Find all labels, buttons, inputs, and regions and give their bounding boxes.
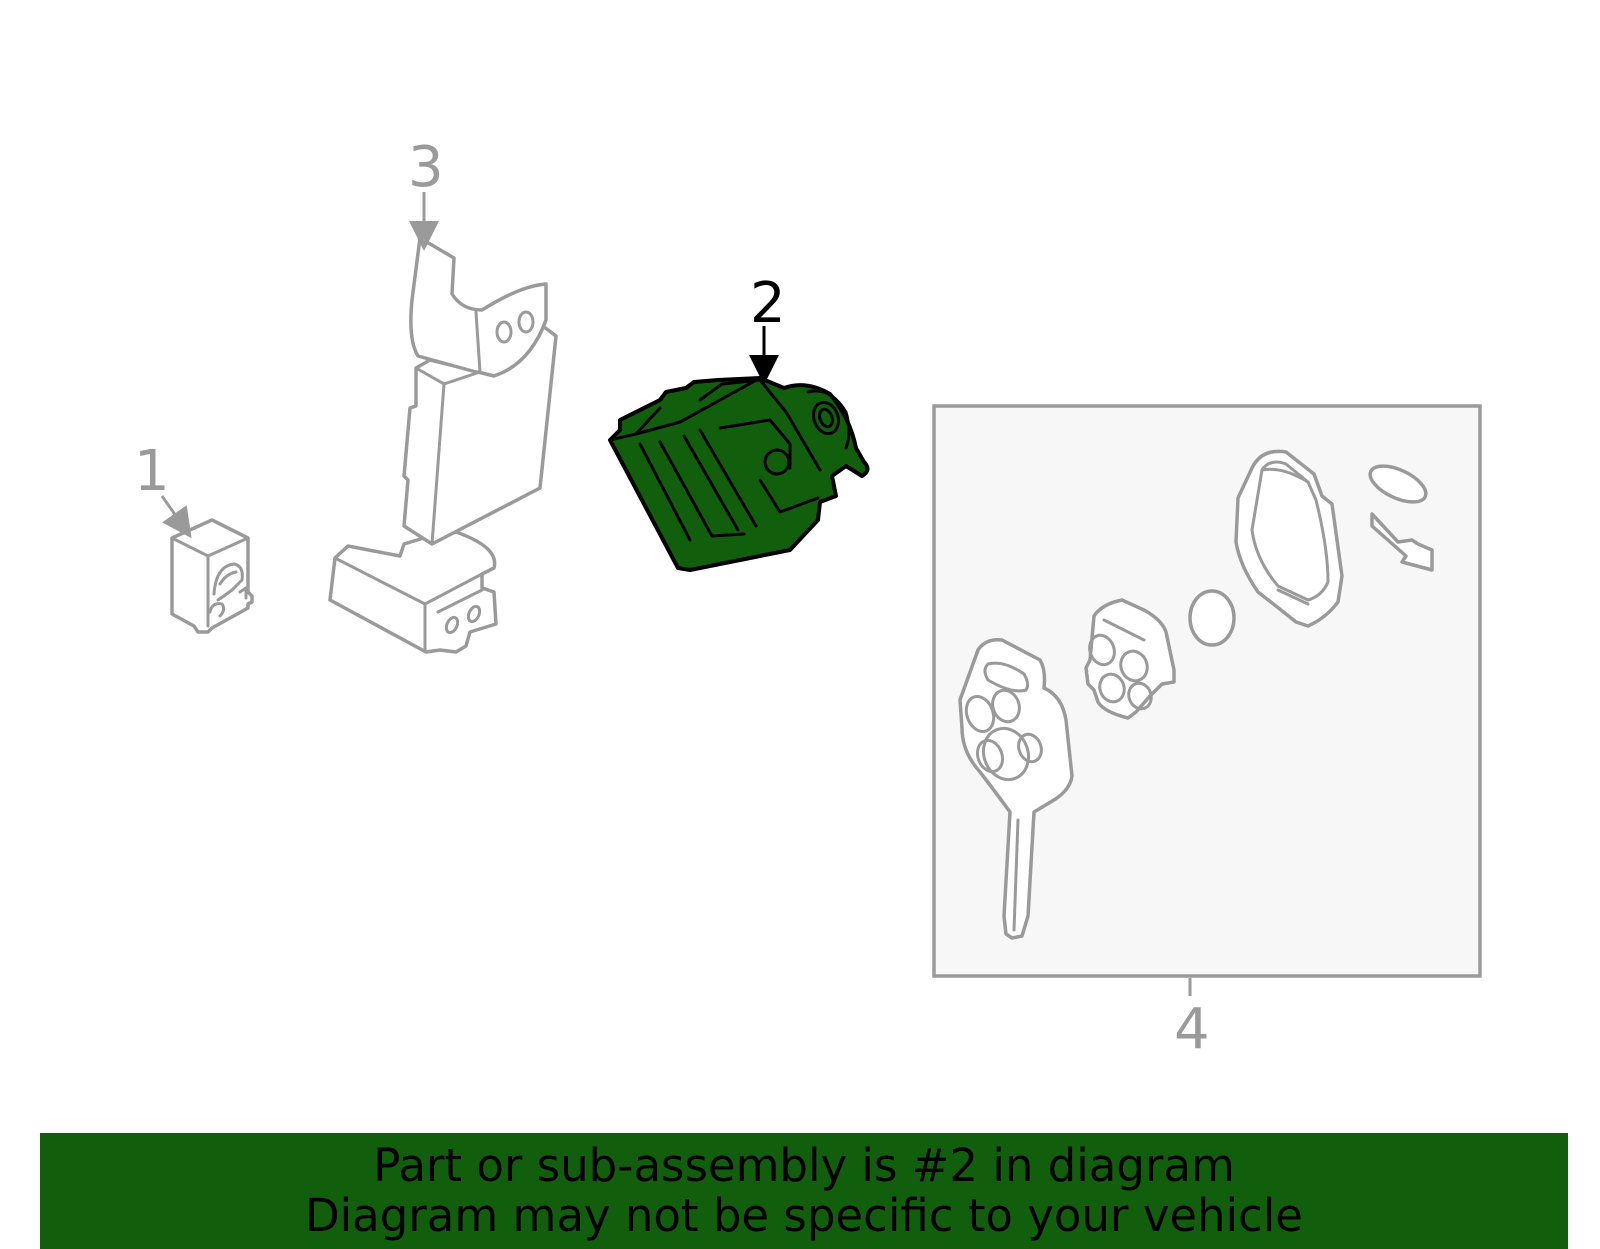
part-4-key-kit[interactable] [932, 404, 1482, 978]
part-1-relay[interactable] [170, 518, 254, 634]
callout-label-2: 2 [750, 271, 786, 336]
info-banner: Part or sub-assembly is #2 in diagram Di… [40, 1133, 1568, 1249]
callout-1-leader [160, 495, 192, 539]
banner-line-1: Part or sub-assembly is #2 in diagram [373, 1139, 1235, 1192]
remote-key [958, 637, 1074, 940]
button-pad [1084, 598, 1176, 720]
clip [1370, 512, 1434, 572]
banner-line-2: Diagram may not be specific to your vehi… [305, 1189, 1303, 1242]
remote-case [1234, 449, 1344, 628]
callout-label-1: 1 [134, 439, 170, 504]
part-3-bracket[interactable] [328, 236, 558, 654]
callout-label-4: 4 [1174, 997, 1210, 1062]
o-ring [1368, 464, 1428, 504]
battery [1188, 589, 1236, 647]
part-2-ignition-switch[interactable] [608, 376, 870, 572]
callout-label-3: 3 [408, 135, 444, 200]
